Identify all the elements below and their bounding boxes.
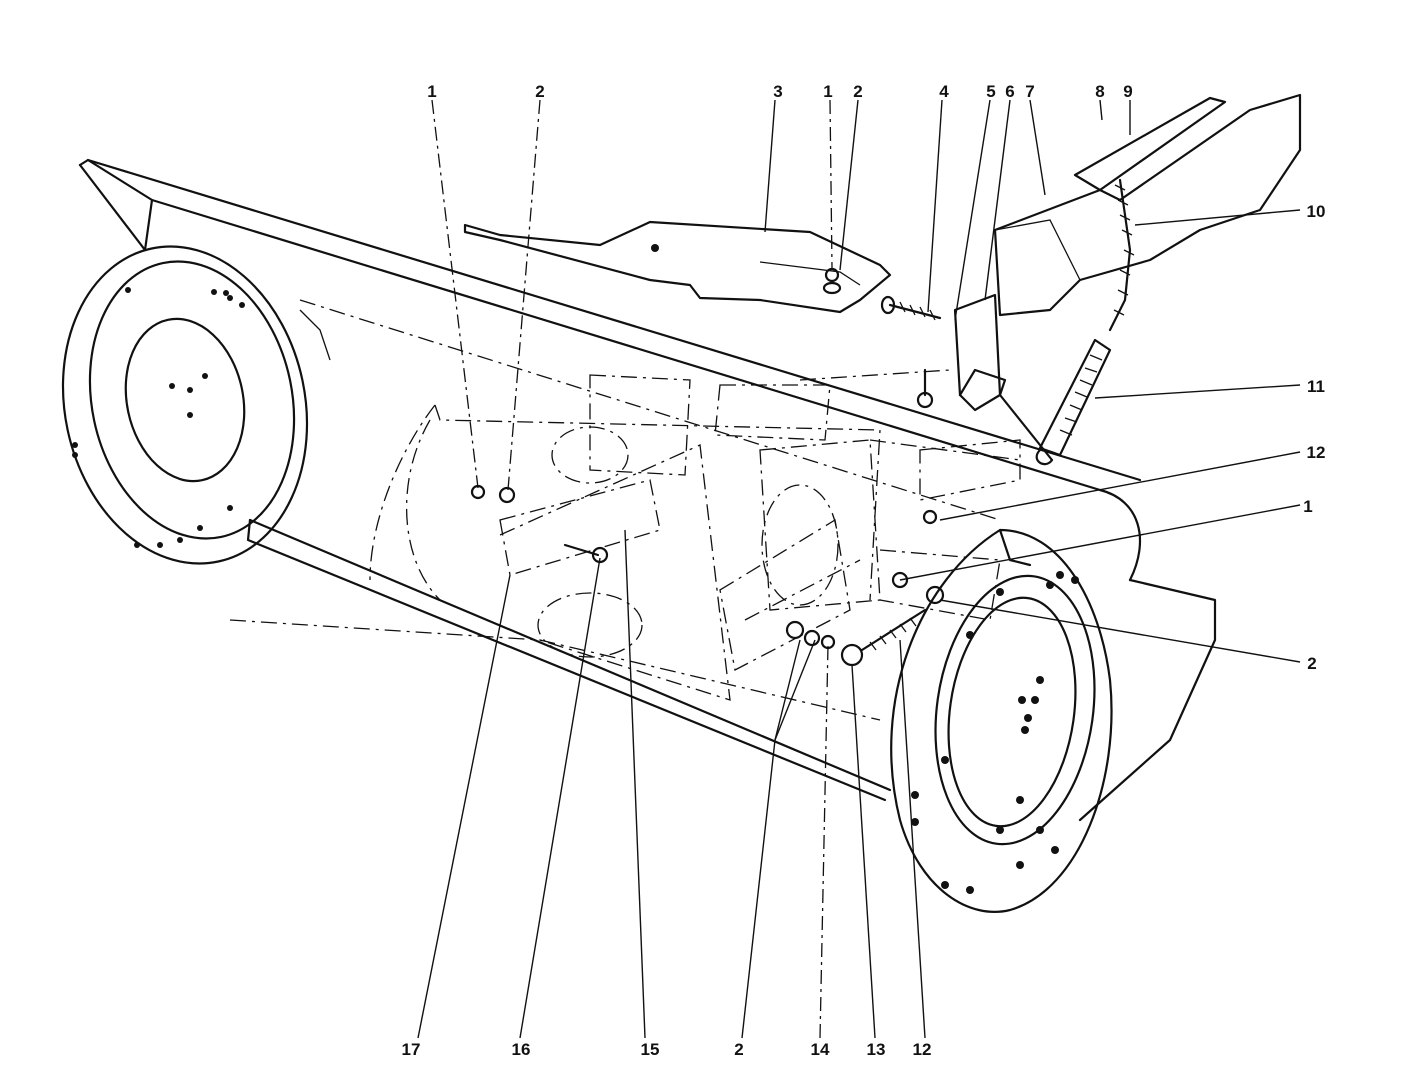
callout-6: 6 <box>1005 82 1014 101</box>
blade-housing <box>78 158 1217 822</box>
bolt-4 <box>880 295 942 321</box>
right-end-plate <box>890 528 1113 913</box>
callout-17: 17 <box>402 1040 421 1059</box>
callout-11: 11 <box>1307 377 1325 396</box>
callout-15: 15 <box>641 1040 660 1059</box>
callout-14: 14 <box>811 1040 830 1059</box>
callout-5: 5 <box>986 82 995 101</box>
callout-12: 12 <box>913 1040 932 1059</box>
callout-13: 13 <box>867 1040 886 1059</box>
callout-9: 9 <box>1123 82 1132 101</box>
left-end-plate <box>61 245 309 565</box>
callout-4: 4 <box>939 82 949 101</box>
l-bracket <box>953 293 1007 412</box>
callout-1: 1 <box>427 82 436 101</box>
lift-bracket <box>993 93 1302 317</box>
callout-2: 2 <box>535 82 544 101</box>
callout-8: 8 <box>1095 82 1104 101</box>
callout-7: 7 <box>1025 82 1034 101</box>
callout-2: 2 <box>853 82 862 101</box>
callout-2: 2 <box>734 1040 743 1059</box>
upper-mounting-plate <box>463 220 892 314</box>
callout-2: 2 <box>1307 654 1316 673</box>
callout-1: 1 <box>823 82 832 101</box>
hidden-brackets <box>229 299 1021 721</box>
callout-3: 3 <box>773 82 782 101</box>
callout-1: 1 <box>1303 497 1312 516</box>
chain-and-spring <box>998 178 1135 466</box>
callout-12: 12 <box>1307 443 1326 462</box>
callout-16: 16 <box>512 1040 531 1059</box>
leader-lines <box>417 99 1301 1039</box>
callout-10: 10 <box>1307 202 1326 221</box>
callout-labels: 1 2 3 1 2 4 5 6 7 8 9 10 11 12 1 2 17 16… <box>402 82 1326 1059</box>
hardware <box>470 267 945 667</box>
